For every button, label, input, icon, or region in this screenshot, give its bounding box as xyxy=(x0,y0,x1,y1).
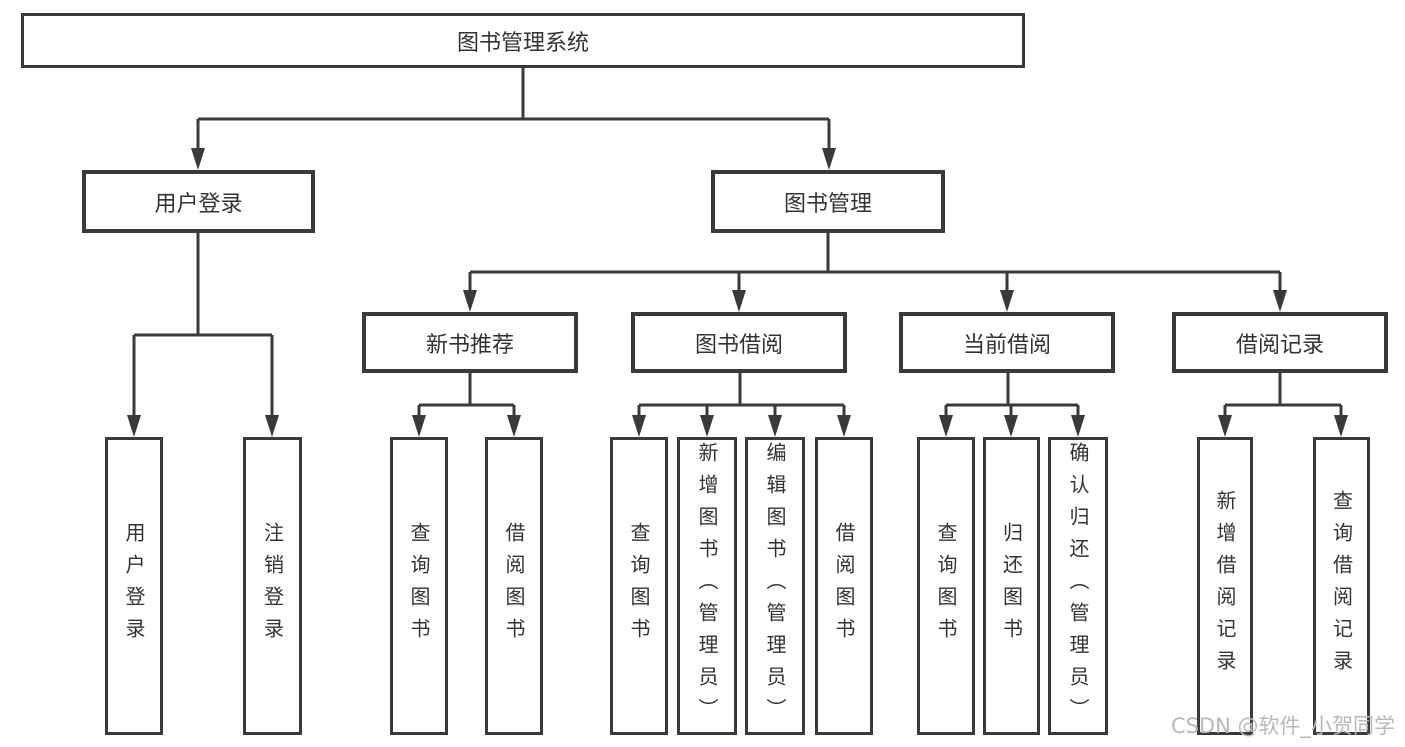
leaf-query-books-2: 查询图书 xyxy=(610,437,668,735)
node-label: 新增借阅记录 xyxy=(1213,490,1237,682)
node-label: 借阅记录 xyxy=(1235,332,1324,358)
node-label: 借阅图书 xyxy=(832,522,856,650)
node-borrow-record-group: 借阅记录 xyxy=(1172,312,1388,373)
node-label: 查询借阅记录 xyxy=(1329,490,1354,682)
csdn-watermark: CSDN @软件_小贺同学 xyxy=(1170,714,1395,738)
node-book-management-branch: 图书管理 xyxy=(711,170,945,233)
node-current-borrow-group: 当前借阅 xyxy=(899,312,1115,373)
leaf-query-books-3: 查询图书 xyxy=(917,437,975,735)
node-label: 查询图书 xyxy=(407,522,431,650)
node-book-borrow-group: 图书借阅 xyxy=(631,312,847,373)
node-label: 新增图书（管理员） xyxy=(695,442,719,730)
leaf-query-borrow-record: 查询借阅记录 xyxy=(1313,437,1370,735)
node-label: 新书推荐 xyxy=(425,332,514,358)
leaf-logout: 注销登录 xyxy=(243,437,302,735)
node-label: 图书借阅 xyxy=(694,332,783,358)
node-label: 用户登录 xyxy=(122,522,146,650)
node-label: 用户登录 xyxy=(154,191,243,217)
node-label: 查询图书 xyxy=(934,522,958,650)
leaf-add-books-admin: 新增图书（管理员） xyxy=(677,437,737,735)
node-label: 归还图书 xyxy=(999,522,1024,650)
leaf-user-login: 用户登录 xyxy=(105,437,163,735)
node-new-book-recommend-group: 新书推荐 xyxy=(362,312,578,373)
leaf-return-books: 归还图书 xyxy=(983,437,1040,735)
leaf-edit-books-admin: 编辑图书（管理员） xyxy=(745,437,805,735)
node-label: 编辑图书（管理员） xyxy=(763,442,787,730)
node-root-system: 图书管理系统 xyxy=(21,13,1025,68)
arrowheads xyxy=(127,148,1348,437)
node-label: 确认归还（管理员） xyxy=(1066,442,1090,730)
leaf-borrow-books-2: 借阅图书 xyxy=(815,437,873,735)
leaf-confirm-return-admin: 确认归还（管理员） xyxy=(1048,437,1108,735)
node-label: 图书管理 xyxy=(783,191,872,217)
leaf-borrow-books-1: 借阅图书 xyxy=(485,437,543,735)
node-label: 图书管理系统 xyxy=(456,30,589,56)
node-label: 注销登录 xyxy=(260,522,285,650)
leaf-add-borrow-record: 新增借阅记录 xyxy=(1197,437,1253,735)
node-label: 借阅图书 xyxy=(502,522,526,650)
node-label: 查询图书 xyxy=(627,522,651,650)
node-user-login-branch: 用户登录 xyxy=(82,170,315,233)
leaf-query-books-1: 查询图书 xyxy=(390,437,448,735)
node-label: 当前借阅 xyxy=(962,332,1051,358)
